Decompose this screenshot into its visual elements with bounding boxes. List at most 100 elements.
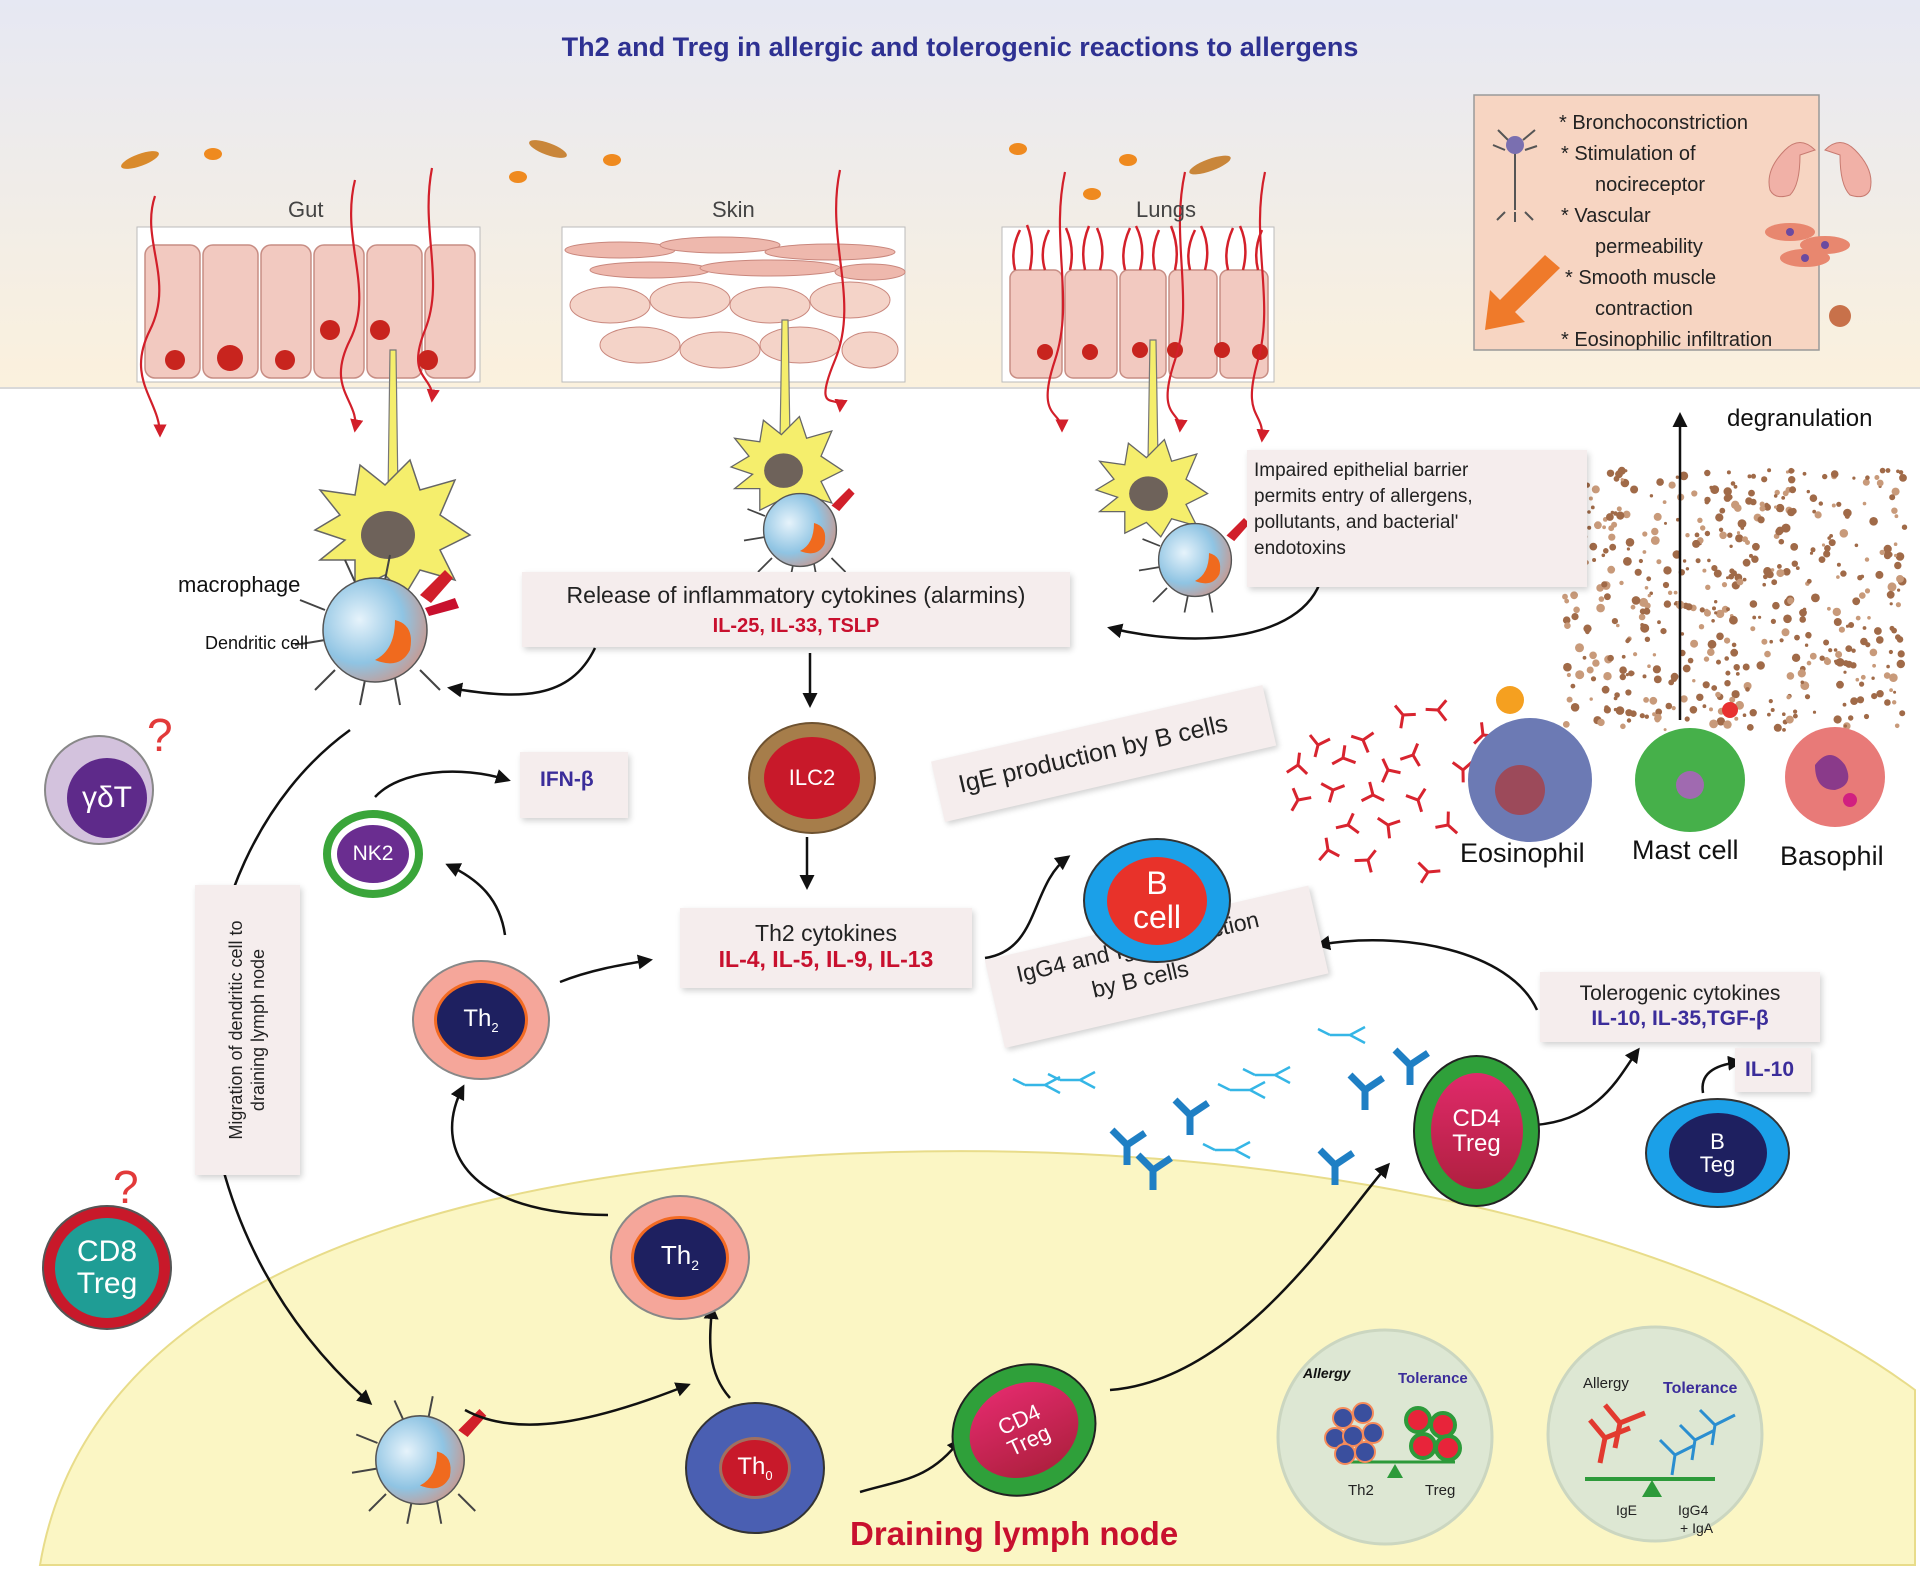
granule [1594,521,1602,530]
granule [1864,557,1870,562]
granule [1781,628,1790,637]
granule [1673,602,1678,606]
granule [1619,673,1627,681]
granule [1895,552,1905,561]
granule [1859,681,1865,687]
granule [1872,663,1876,668]
granule [1830,470,1839,478]
granule [1742,536,1748,543]
granule [1737,519,1747,528]
iga-antibody [1012,1075,1061,1095]
granule [1850,697,1858,705]
granule [1823,639,1830,646]
skin-epithelium [561,226,906,383]
draining-lymph-node-label: Draining lymph node [850,1515,1179,1552]
granule [1602,525,1606,530]
granule [1652,665,1661,674]
granule [1564,598,1570,604]
granule [1778,538,1785,545]
granule [1730,648,1739,657]
page-title: Th2 and Treg in allergic and tolerogenic… [561,32,1359,62]
granule [1590,676,1597,682]
granule [1623,557,1632,566]
granule [1851,648,1856,653]
granule [1638,613,1646,621]
granule [1730,481,1736,486]
th2-to-nk2-arrow [445,863,507,936]
granule [1884,699,1891,706]
mast-cell-label: Mast cell [1632,835,1739,865]
granule [1589,542,1598,551]
b-cell-line-2: cell [1132,898,1181,935]
b-cell: B cell [1083,838,1231,963]
th2-upper-cell: Th2 [412,960,550,1080]
granule [1570,591,1578,600]
granule [1611,521,1618,528]
granule [1689,706,1698,714]
question-mark-cd8: ? [113,1161,139,1213]
barrier-line-4: endotoxins [1254,538,1346,559]
granule [1586,666,1594,674]
granule [1776,526,1784,535]
granule [1745,497,1753,505]
granule [1603,548,1609,554]
granule [1752,615,1757,620]
granule [1788,476,1796,484]
granule [1615,470,1623,479]
granule [1733,484,1738,489]
granule [1774,489,1780,496]
th2-cytokines-box: Th2 cytokines IL-4, IL-5, IL-9, IL-13 [680,908,972,988]
granule [1833,715,1842,724]
granule [1704,608,1709,614]
granule [1862,626,1867,630]
il10-label: IL-10 [1745,1058,1795,1081]
granule [1625,709,1633,717]
granule [1673,590,1678,595]
th0-cell: Th0 [685,1402,825,1534]
granule [1794,634,1800,641]
granule [1812,509,1817,514]
granule [1875,570,1884,579]
ifn-label: IFN-β [540,768,594,791]
granule [1663,566,1672,575]
granule [1702,681,1710,689]
granule [1805,631,1812,639]
b-cell-line-1: B [1146,864,1168,901]
barrier-line-2: permits entry of allergens, [1254,486,1473,507]
granule [1883,672,1891,679]
granule [1711,619,1715,623]
granule [1590,505,1595,510]
granule [1616,506,1622,512]
th2-cytokines-list: IL-4, IL-5, IL-9, IL-13 [718,946,934,972]
granule [1862,478,1870,486]
granule [1749,709,1757,717]
cd8-treg-cell: CD8 Treg [42,1205,172,1330]
effects-list: * Bronchoconstriction * Stimulation of n… [1555,108,1772,356]
granule [1650,536,1660,545]
granule [1716,659,1721,665]
granule [1791,653,1801,662]
granule [1886,664,1890,669]
granule [1709,485,1713,490]
gut-label: Gut [288,197,324,222]
th0-nucleus: Th0 [719,1437,791,1499]
granule [1705,584,1711,590]
granule [1793,709,1798,714]
ilc2-cell: ILC2 [748,722,876,834]
granule [1759,505,1766,512]
balance-right-igg4: IgG4 [1678,1502,1709,1518]
granule [1889,494,1896,501]
granule [1726,607,1730,612]
th0-label: Th0 [737,1454,772,1482]
granule [1707,639,1717,649]
granule [1833,618,1842,626]
granule [1751,473,1756,479]
granule [1795,566,1800,570]
granule [1763,567,1772,576]
granule [1657,620,1661,625]
granule [1575,643,1584,653]
granule [1714,600,1718,604]
granule [1729,544,1733,548]
effect-contraction: contraction [1595,298,1693,320]
granule [1804,694,1811,700]
